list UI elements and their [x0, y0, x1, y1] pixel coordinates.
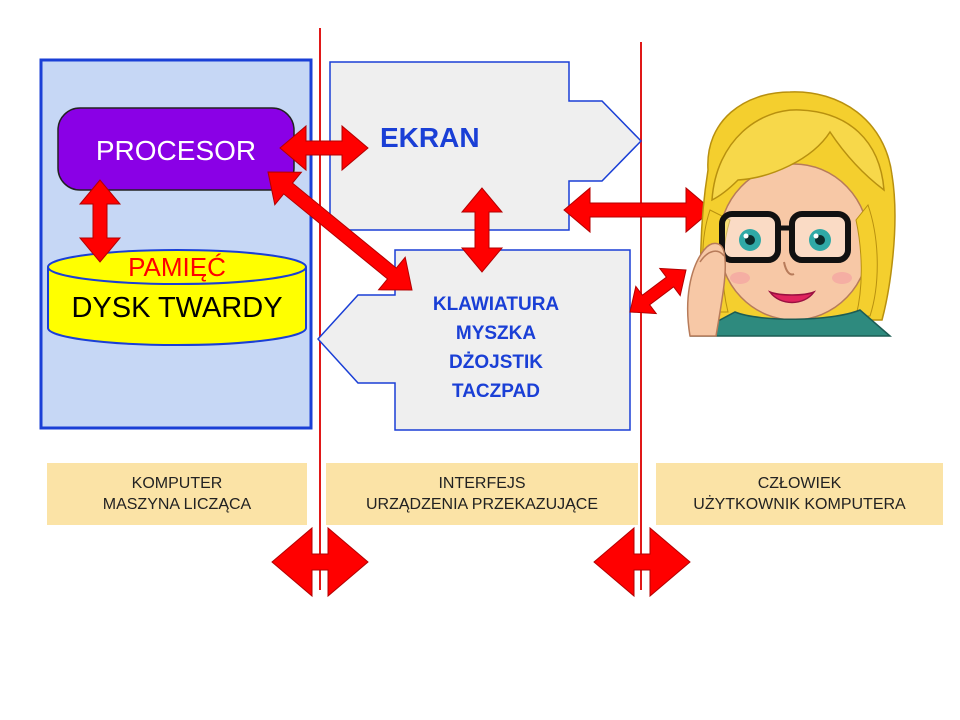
procesor-label: PROCESOR	[96, 135, 256, 166]
double-arrow-icon-bottom-right	[593, 526, 691, 598]
device-keyboard: KLAWIATURA	[433, 294, 560, 315]
device-mouse: MYSZKA	[456, 323, 537, 344]
screen-block	[329, 61, 643, 231]
caption-czlowiek: CZŁOWIEK UŻYTKOWNIK KOMPUTERA	[656, 463, 943, 525]
pamiec-label: PAMIĘĆ	[128, 252, 226, 282]
double-arrow-icon-procesor-ekran	[279, 124, 369, 172]
double-arrow-icon-bottom-left	[271, 526, 369, 598]
disk-top	[47, 249, 307, 285]
device-touchpad: TACZPAD	[452, 381, 540, 402]
caption-czlowiek-title: CZŁOWIEK	[757, 475, 842, 492]
input-devices-list: KLAWIATURA MYSZKA DŻOJSTIK TACZPAD	[433, 294, 560, 402]
woman-with-glasses-icon	[686, 91, 896, 337]
ekran-label: EKRAN	[380, 122, 480, 153]
double-arrow-icon-procesor-pamiec	[78, 179, 122, 263]
caption-komputer-title: KOMPUTER	[131, 475, 223, 492]
caption-interfejs: INTERFEJS URZĄDZENIA PRZEKAZUJĄCE	[326, 463, 638, 525]
double-arrow-icon-ekran-user	[563, 186, 713, 234]
caption-interfejs-title: INTERFEJS	[438, 475, 526, 492]
caption-komputer-subtitle: MASZYNA LICZĄCA	[102, 496, 252, 513]
device-joystick: DŻOJSTIK	[449, 352, 543, 373]
double-arrow-icon-procesor-devices	[267, 171, 413, 291]
dysk-label: DYSK TWARDY	[71, 292, 282, 324]
caption-czlowiek-subtitle: UŻYTKOWNIK KOMPUTERA	[693, 496, 906, 513]
caption-komputer: KOMPUTER MASZYNA LICZĄCA	[47, 463, 307, 525]
caption-interfejs-subtitle: URZĄDZENIA PRZEKAZUJĄCE	[365, 496, 599, 513]
double-arrow-icon-ekran-devices	[460, 187, 504, 273]
disk-body	[47, 267, 307, 346]
double-arrow-icon-devices-user	[629, 267, 687, 315]
